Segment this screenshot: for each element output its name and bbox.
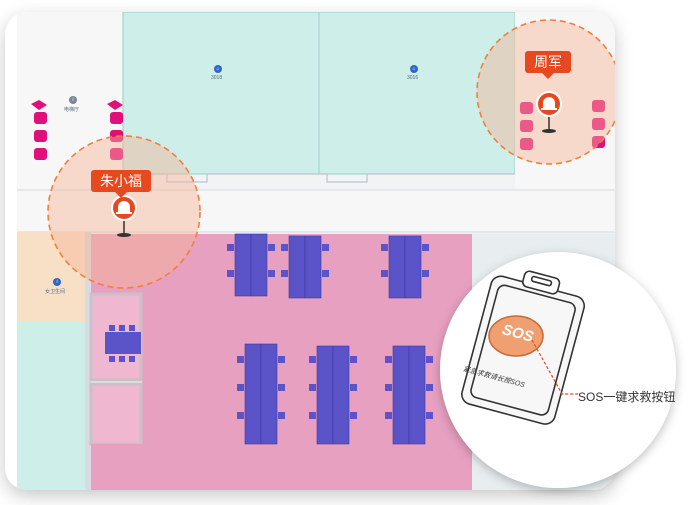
restroom-label: 女卫生间 xyxy=(45,289,66,295)
elevator-hall-label: 电梯厅 xyxy=(64,107,80,113)
desk-chairs-top xyxy=(227,244,429,277)
info-pin-icon: i xyxy=(69,96,77,104)
chairs-left xyxy=(31,100,123,160)
meeting-table xyxy=(105,325,141,362)
chairs-right xyxy=(520,100,605,150)
sos-badge-icon xyxy=(488,315,544,357)
sos-callout-label: SOS一键求救按钮 xyxy=(578,390,676,404)
device-callout xyxy=(440,252,676,488)
room-3018-label: 3018 xyxy=(211,75,223,81)
desk-clusters-bottom xyxy=(244,343,426,445)
alarm-light-icon xyxy=(536,91,562,133)
info-pin-icon: i xyxy=(53,278,61,286)
room-3016 xyxy=(318,12,516,175)
location-pin-icon: ⌂ xyxy=(214,65,222,73)
person-tag-left[interactable]: 朱小福 xyxy=(91,170,151,198)
room-3016-label: 3016 xyxy=(407,75,419,81)
restroom xyxy=(17,232,85,322)
desk-chairs-bottom xyxy=(237,356,433,419)
location-pin-icon: ⌂ xyxy=(410,65,418,73)
desk-clusters-top xyxy=(234,233,422,299)
small-meeting-room-2 xyxy=(89,382,143,446)
person-tag-right[interactable]: 周军 xyxy=(525,51,571,79)
